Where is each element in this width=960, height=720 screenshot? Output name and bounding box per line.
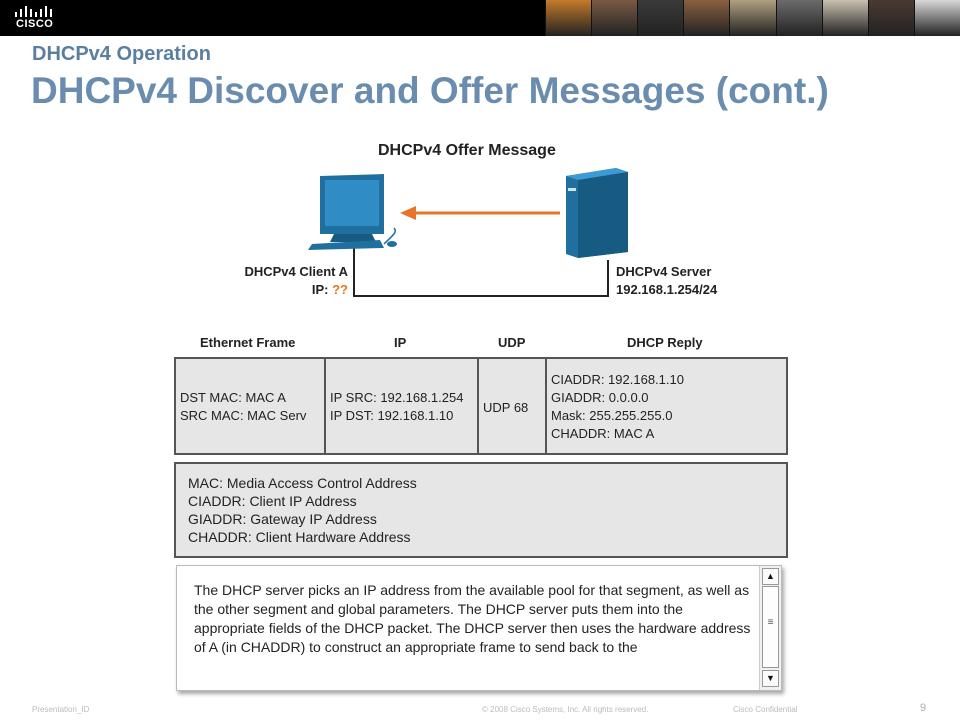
offer-arrow-icon: [400, 206, 560, 220]
section-title: DHCPv4 Operation: [32, 43, 211, 65]
ethernet-src: SRC MAC: MAC Serv: [180, 408, 307, 423]
legend-item: GIADDR: Gateway IP Address: [188, 511, 377, 527]
cell-dhcp: CIADDR: 192.168.1.10 GIADDR: 0.0.0.0 Mas…: [547, 359, 786, 453]
client-ip: IP: ??: [236, 281, 348, 299]
ip-dst: IP DST: 192.168.1.10: [330, 408, 454, 423]
client-name: DHCPv4 Client A: [244, 264, 348, 279]
top-banner: CISCO: [0, 0, 960, 36]
frame-table: DST MAC: MAC A SRC MAC: MAC Serv IP SRC:…: [174, 357, 788, 455]
grip-icon: ≡: [767, 617, 774, 628]
udp-port: UDP 68: [483, 400, 529, 415]
client-ip-value: ??: [332, 282, 348, 297]
logo-text: CISCO: [16, 18, 54, 30]
header-udp: UDP: [498, 335, 526, 350]
scrollbar[interactable]: ▲ ≡ ▼: [759, 566, 781, 690]
cisco-logo: CISCO: [12, 4, 56, 32]
page-number: 9: [920, 702, 927, 714]
legend-item: CIADDR: Client IP Address: [188, 493, 357, 509]
network-diagram: [308, 168, 628, 297]
legend-item: MAC: Media Access Control Address: [188, 475, 417, 491]
header-ip: IP: [394, 335, 407, 350]
cell-ip: IP SRC: 192.168.1.254 IP DST: 192.168.1.…: [326, 359, 479, 453]
client-pc-icon: [308, 174, 397, 250]
ip-src: IP SRC: 192.168.1.254: [330, 390, 464, 405]
banner-photo: [867, 0, 914, 36]
banner-photo: [729, 0, 776, 36]
server-icon: [566, 168, 628, 258]
server-label: DHCPv4 Server 192.168.1.254/24: [616, 263, 717, 299]
scroll-thumb[interactable]: ≡: [762, 586, 779, 668]
banner-photo: [683, 0, 730, 36]
header-dhcp: DHCP Reply: [627, 335, 703, 350]
cisco-bars-icon: [15, 6, 52, 17]
description-panel[interactable]: The DHCP server picks an IP address from…: [176, 565, 782, 691]
scroll-down-icon[interactable]: ▼: [762, 670, 779, 687]
photo-strip: [545, 0, 960, 36]
banner-photo: [913, 0, 960, 36]
slide-title: DHCPv4 Discover and Offer Messages (cont…: [31, 70, 829, 111]
cell-udp: UDP 68: [479, 359, 547, 453]
legend-box: MAC: Media Access Control Address CIADDR…: [174, 462, 788, 558]
footer-copyright: © 2008 Cisco Systems, Inc. All rights re…: [482, 705, 649, 714]
banner-photo: [775, 0, 822, 36]
client-label: DHCPv4 Client A IP: ??: [236, 263, 348, 299]
ethernet-dst: DST MAC: MAC A: [180, 390, 286, 405]
banner-photo: [591, 0, 638, 36]
banner-photo: [821, 0, 868, 36]
client-ip-label: IP:: [311, 282, 329, 297]
diagram-title: DHCPv4 Offer Message: [378, 142, 556, 159]
legend-item: CHADDR: Client Hardware Address: [188, 529, 411, 545]
description-text: The DHCP server picks an IP address from…: [194, 582, 751, 655]
network-link: [353, 240, 609, 297]
banner-photo: [545, 0, 592, 36]
server-ip: 192.168.1.254/24: [616, 282, 718, 297]
banner-photo: [637, 0, 684, 36]
footer-confidential: Cisco Confidential: [733, 705, 798, 714]
footer-presentation-id: Presentation_ID: [32, 705, 90, 714]
scroll-up-icon[interactable]: ▲: [762, 568, 779, 585]
server-name: DHCPv4 Server: [616, 264, 712, 279]
dhcp-chaddr: CHADDR: MAC A: [551, 426, 655, 441]
dhcp-mask: Mask: 255.255.255.0: [551, 408, 673, 423]
dhcp-giaddr: GIADDR: 0.0.0.0: [551, 390, 649, 405]
header-ethernet: Ethernet Frame: [200, 335, 296, 350]
cell-ethernet: DST MAC: MAC A SRC MAC: MAC Serv: [176, 359, 326, 453]
dhcp-ciaddr: CIADDR: 192.168.1.10: [551, 372, 684, 387]
